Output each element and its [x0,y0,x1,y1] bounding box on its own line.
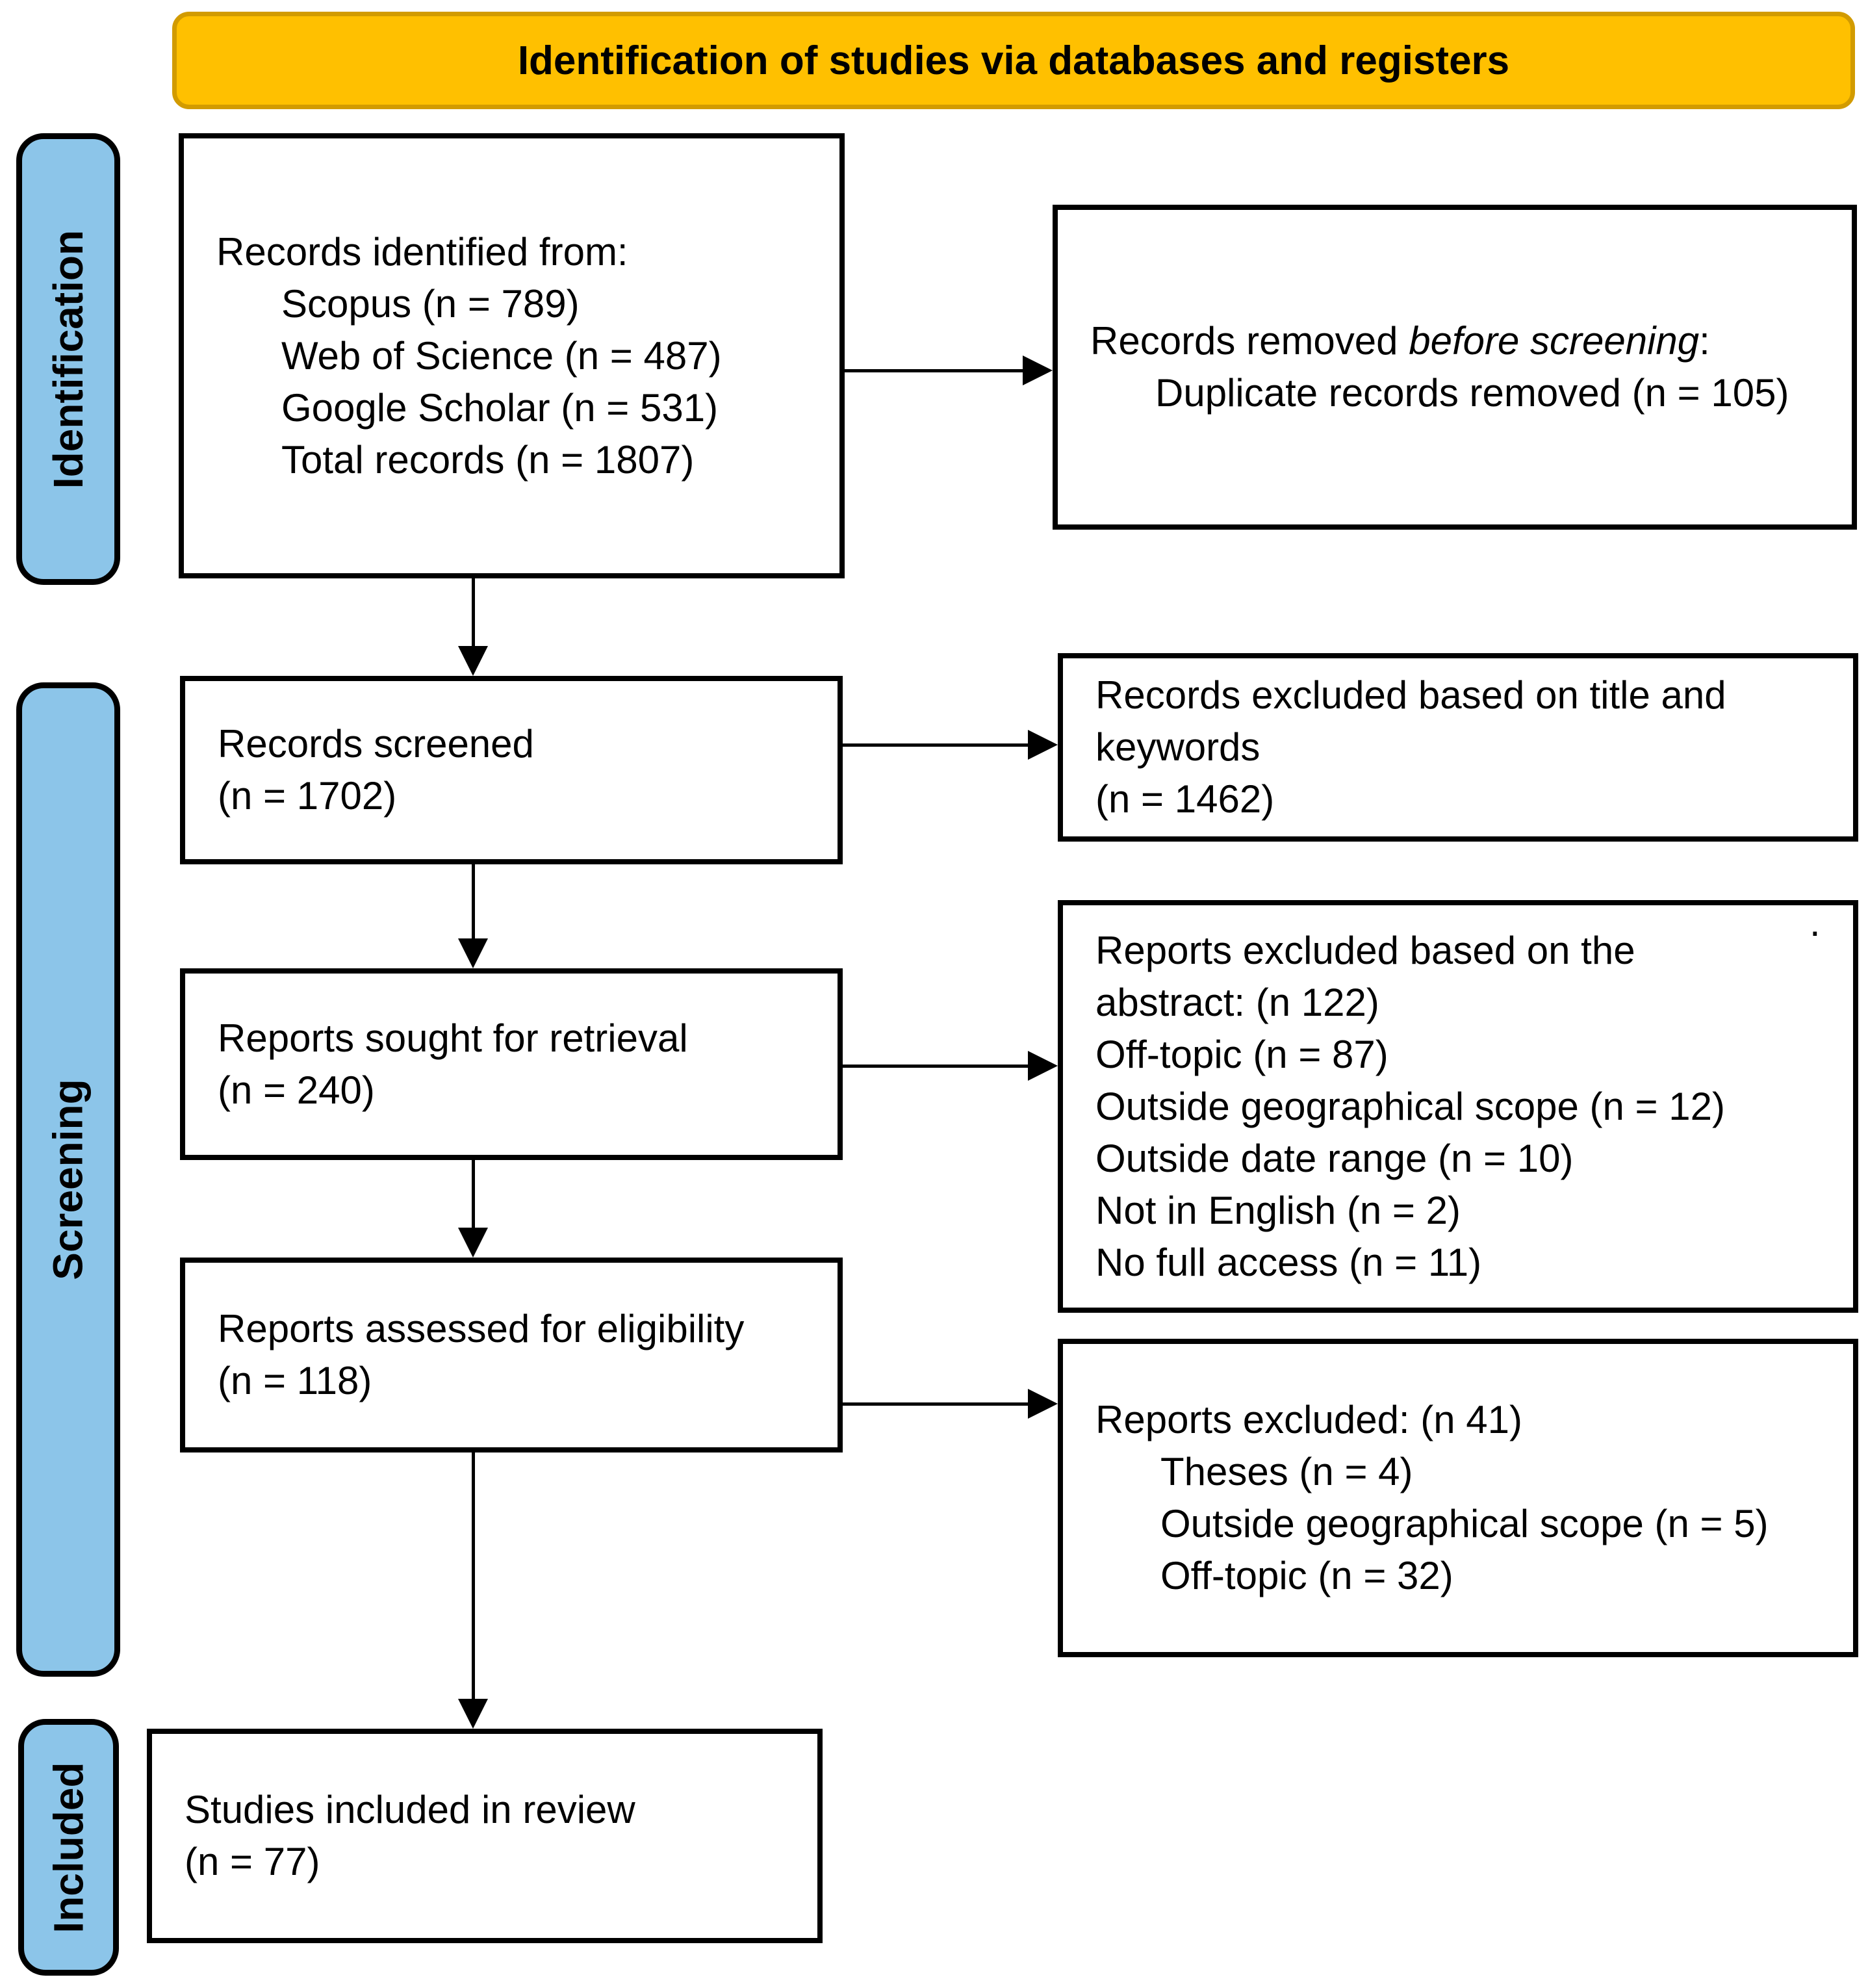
arrow-line [472,1160,475,1230]
abstract-excluded-line2: abstract: (n 122) [1095,980,1379,1024]
stage-identification-label: Identification [45,229,92,489]
arrowhead-right-icon [1028,730,1058,760]
arrow-line [845,369,1023,372]
records-excluded-line2: keywords [1095,725,1260,769]
records-identified-title: Records identified from: [216,229,628,274]
arrowhead-down-icon [458,938,488,968]
arrowhead-down-icon [458,1699,488,1729]
box-studies-included: Studies included in review (n = 77) [147,1729,823,1943]
records-screened-line1: Records screened [218,722,534,766]
stage-screening-label: Screening [45,1079,92,1280]
abstract-excluded-offtopic: Off-topic (n = 87) [1095,1032,1388,1076]
records-identified-item-wos: Web of Science (n = 487) [281,333,722,378]
records-removed-emphasis: before screening [1409,319,1700,363]
box-reports-assessed: Reports assessed for eligibility (n = 11… [180,1258,843,1452]
stray-dot: . [1810,901,1821,944]
records-removed-title: Records removed before screening: [1090,315,1836,367]
records-identified-item-scopus: Scopus (n = 789) [281,281,580,326]
reports-excluded-theses: Theses (n = 4) [1160,1450,1413,1493]
abstract-excluded-english: Not in English (n = 2) [1095,1188,1461,1232]
box-records-identified: Records identified from: Scopus (n = 789… [179,133,845,578]
reports-sought-line1: Reports sought for retrieval [218,1016,688,1060]
header-banner: Identification of studies via databases … [172,12,1855,109]
records-removed-suffix: : [1699,319,1710,363]
studies-included-line1: Studies included in review [185,1788,635,1831]
arrow-line [472,1452,475,1701]
arrow-line [472,864,475,941]
records-excluded-line1: Records excluded based on title and [1095,673,1726,717]
arrow-line [843,743,1028,747]
reports-excluded-title: Reports excluded: (n 41) [1095,1398,1523,1441]
reports-excluded-offtopic: Off-topic (n = 32) [1160,1554,1453,1597]
arrowhead-down-icon [458,1228,488,1258]
stage-screening: Screening [16,682,120,1677]
arrow-line [843,1402,1028,1406]
records-screened-line2: (n = 1702) [218,774,397,818]
stage-included-label: Included [45,1761,92,1933]
stage-identification: Identification [16,133,120,585]
box-reports-excluded: Reports excluded: (n 41) Theses (n = 4) … [1058,1339,1858,1657]
studies-included-line2: (n = 77) [185,1840,320,1883]
records-excluded-line3: (n = 1462) [1095,777,1275,821]
stage-included: Included [18,1719,119,1976]
records-removed-prefix: Records removed [1090,319,1409,363]
box-records-excluded-title-keywords: Records excluded based on title and keyw… [1058,653,1858,842]
box-reports-sought: Reports sought for retrieval (n = 240) [180,968,843,1160]
reports-excluded-geo: Outside geographical scope (n = 5) [1160,1502,1769,1545]
arrowhead-down-icon [458,646,488,676]
reports-sought-line2: (n = 240) [218,1068,375,1112]
reports-assessed-line1: Reports assessed for eligibility [218,1307,745,1350]
records-identified-item-total: Total records (n = 1807) [281,437,695,482]
arrowhead-right-icon [1028,1051,1058,1081]
abstract-excluded-geo: Outside geographical scope (n = 12) [1095,1084,1725,1128]
box-records-screened: Records screened (n = 1702) [180,676,843,864]
abstract-excluded-daterange: Outside date range (n = 10) [1095,1136,1574,1180]
arrowhead-right-icon [1028,1389,1058,1419]
abstract-excluded-line1: Reports excluded based on the [1095,928,1635,972]
header-title: Identification of studies via databases … [517,38,1510,83]
arrow-line [472,578,475,649]
reports-assessed-line2: (n = 118) [218,1359,372,1402]
abstract-excluded-access: No full access (n = 11) [1095,1240,1482,1284]
arrow-line [843,1065,1028,1068]
records-removed-item-duplicates: Duplicate records removed (n = 105) [1155,371,1789,415]
arrowhead-right-icon [1023,355,1053,385]
box-reports-excluded-abstract: Reports excluded based on the abstract: … [1058,900,1858,1313]
records-identified-item-gscholar: Google Scholar (n = 531) [281,385,719,430]
box-records-removed: Records removed before screening: Duplic… [1053,205,1857,530]
